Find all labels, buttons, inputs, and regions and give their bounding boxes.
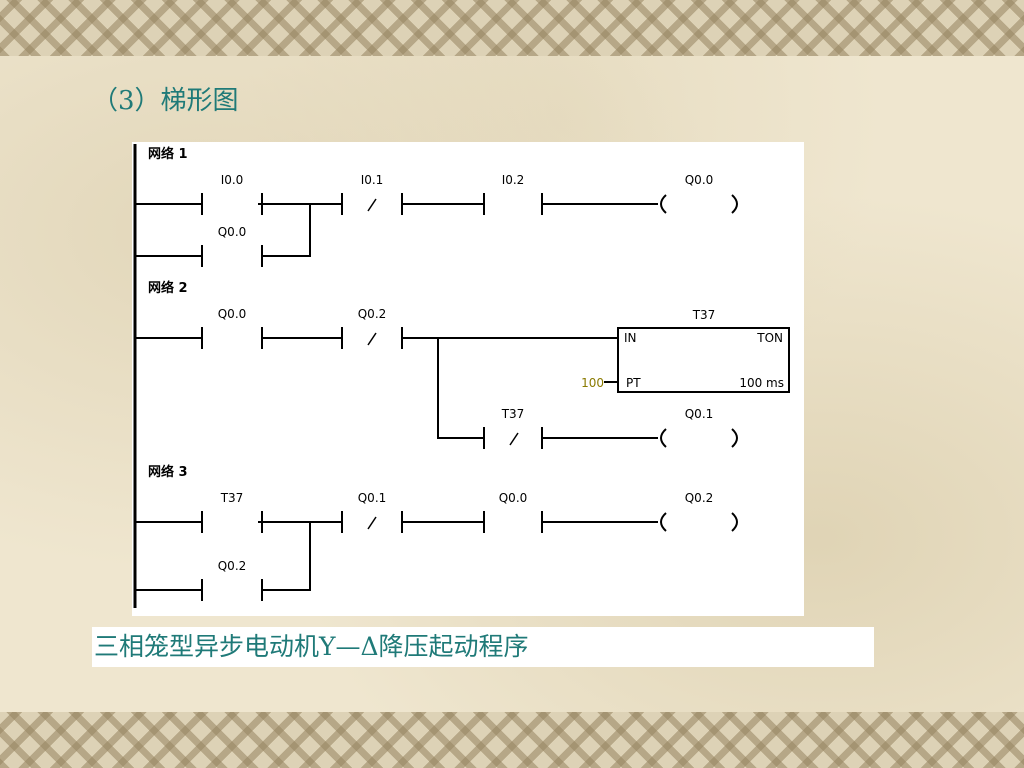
- contact-q0-0-latch-label: Q0.0: [218, 225, 247, 239]
- timer-base-label: 100 ms: [739, 376, 784, 390]
- contact-q0-2-nc: Q0.2: [341, 307, 403, 349]
- timer-in-label: IN: [624, 331, 637, 345]
- contact-t37-nc-label: T37: [501, 407, 525, 421]
- diagram-caption: 三相笼型异步电动机Y—Δ降压起动程序: [92, 627, 874, 667]
- top-decorative-border: [0, 0, 1024, 56]
- bottom-decorative-border: [0, 712, 1024, 768]
- contact-i0-2: I0.2: [483, 173, 543, 215]
- contact-i0-2-label: I0.2: [502, 173, 525, 187]
- coil-q0-0-label: Q0.0: [685, 173, 714, 187]
- contact-q0-2-latch-label: Q0.2: [218, 559, 247, 573]
- slide-title: （3）梯形图: [92, 86, 239, 116]
- timer-pt-label: PT: [626, 376, 641, 390]
- coil-q0-2-label: Q0.2: [685, 491, 714, 505]
- coil-q0-0: Q0.0: [660, 173, 738, 214]
- coil-q0-2: Q0.2: [660, 491, 738, 532]
- network-1-label: 网络 1: [148, 146, 188, 162]
- contact-i0-1-label: I0.1: [361, 173, 384, 187]
- contact-t37-no: T37: [201, 491, 263, 533]
- contact-q0-2-latch: Q0.2: [201, 559, 263, 601]
- ladder-diagram-svg: 网络 1 I0.0 I0.1 I0.2 Q0.0: [133, 144, 790, 608]
- network-3-rung: T37 Q0.1 Q0.0 Q0.2 Q0.2: [135, 491, 738, 601]
- network-3-label: 网络 3: [148, 464, 188, 480]
- timer-type-label: TON: [756, 331, 783, 345]
- network-2-rung: Q0.0 Q0.2 T37 T37 IN TON PT 100 ms: [135, 307, 790, 449]
- contact-q0-0-net2-label: Q0.0: [218, 307, 247, 321]
- contact-i0-0: I0.0: [201, 173, 263, 215]
- contact-q0-2-nc-label: Q0.2: [358, 307, 387, 321]
- timer-t37: T37 IN TON PT 100 ms 100: [581, 308, 790, 393]
- contact-i0-0-label: I0.0: [221, 173, 244, 187]
- contact-q0-1-nc: Q0.1: [341, 491, 403, 533]
- contact-q0-1-nc-label: Q0.1: [358, 491, 387, 505]
- timer-preset-value: 100: [581, 376, 604, 390]
- contact-q0-0-latch: Q0.0: [201, 225, 263, 267]
- contact-q0-0-net3-label: Q0.0: [499, 491, 528, 505]
- contact-t37-no-label: T37: [220, 491, 244, 505]
- contact-i0-1: I0.1: [341, 173, 403, 215]
- coil-q0-1: Q0.1: [660, 407, 738, 448]
- contact-t37-nc: T37: [483, 407, 543, 449]
- network-1-rung: I0.0 I0.1 I0.2 Q0.0 Q0.0: [135, 173, 738, 267]
- coil-q0-1-label: Q0.1: [685, 407, 714, 421]
- ladder-diagram: 网络 1 I0.0 I0.1 I0.2 Q0.0: [132, 142, 804, 616]
- network-2-label: 网络 2: [148, 280, 188, 296]
- contact-q0-0-net2: Q0.0: [201, 307, 263, 349]
- timer-t37-name: T37: [692, 308, 716, 322]
- contact-q0-0-net3: Q0.0: [483, 491, 543, 533]
